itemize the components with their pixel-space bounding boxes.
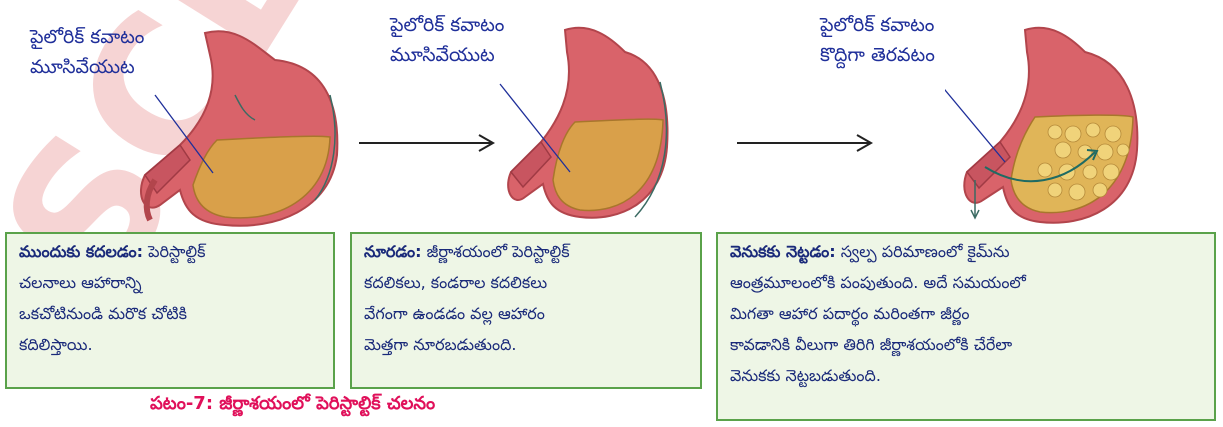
box-3-line-5: వెనుకకు నెట్టబడుతుంది. [730,360,1202,391]
box-3-line-3: మిగతా ఆహార పదార్థం మరింతగా జీర్ణం [730,298,1202,329]
stomach-illustration-3 [945,22,1145,237]
arrow-1 [357,133,497,153]
box-2-line-3: వేగంగా ఉండడం వల్ల ఆహారం [364,298,688,329]
arrow-2 [735,133,875,153]
box-1-line-1: ముందుకు కదలడం: పెరిస్టాల్టిక్ [19,236,321,267]
stomach-illustration-1 [125,25,355,240]
description-box-2: నూరడం: జీర్ణాశయంలో పెరిస్టాల్టిక్ కదలికల… [350,232,702,389]
box-1-line-2: చలనాలు ఆహారాన్ని [19,267,321,298]
panel-2-label: పైలోరిక్ కవాటం మూసివేయుట [390,10,504,70]
box-1-line-4: కదిలిస్తాయి. [19,329,321,360]
panel-3-label-line2: కొద్దిగా తెరవటం [820,40,935,70]
box-1-line-3: ఒకచోటినుండి మరొక చోటికి [19,298,321,329]
box-2-text-1: జీర్ణాశయంలో పెరిస్టాల్టిక్ [422,242,570,261]
panel-2-label-line1: పైలోరిక్ కవాటం [390,10,504,40]
box-2-line-2: కదలికలు, కండరాల కదలికలు [364,267,688,298]
figure-caption: పటం-7: జీర్ణాశయంలో పెరిస్టాల్టిక్ చలనం [150,393,435,418]
box-2-title: నూరడం: [364,242,422,261]
panel-3-label: పైలోరిక్ కవాటం కొద్దిగా తెరవటం [820,10,935,70]
box-3-line-1: వెనుకకు నెట్టడం: స్వల్ప పరిమాణంలో కైమ్‌న… [730,236,1202,267]
box-3-text-1: స్వల్ప పరిమాణంలో కైమ్‌ను [836,242,1010,261]
box-3-title: వెనుకకు నెట్టడం: [730,242,836,261]
panel-2-label-line2: మూసివేయుట [390,40,504,70]
panel-3-label-line1: పైలోరిక్ కవాటం [820,10,935,40]
box-3-line-2: ఆంత్రమూలంలోకి పంపుతుంది. అదే సమయంలో [730,267,1202,298]
box-1-title: ముందుకు కదలడం: [19,242,143,261]
description-box-1: ముందుకు కదలడం: పెరిస్టాల్టిక్ చలనాలు ఆహా… [5,232,335,389]
description-box-3: వెనుకకు నెట్టడం: స్వల్ప పరిమాణంలో కైమ్‌న… [716,232,1216,421]
box-2-line-1: నూరడం: జీర్ణాశయంలో పెరిస్టాల్టిక్ [364,236,688,267]
stomach-illustration-2 [495,22,675,232]
box-3-line-4: కావడానికి వీలుగా తిరిగి జీర్ణాశయంలోకి చే… [730,329,1202,360]
box-1-text-1: పెరిస్టాల్టిక్ [143,242,206,261]
box-2-line-4: మెత్తగా నూరబడుతుంది. [364,329,688,360]
